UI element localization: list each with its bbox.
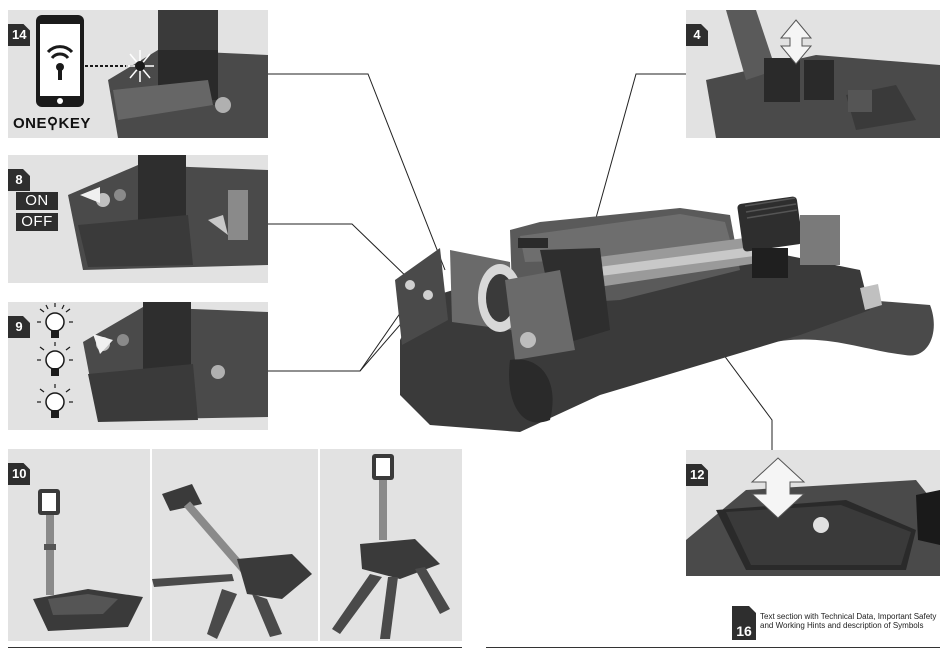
tripod-illustration xyxy=(332,454,450,639)
panel-step-8: 8 ON OFF xyxy=(8,155,268,283)
step-number-16: 16 xyxy=(732,606,756,640)
device-main xyxy=(395,196,934,432)
page-rule-left xyxy=(8,647,462,648)
step-number-4: 4 xyxy=(686,24,708,46)
leader-line-9a xyxy=(268,295,413,372)
panel-step-14: 14 ONE⚲KEY xyxy=(8,10,268,138)
step-number-9: 9 xyxy=(8,316,30,338)
light-bulb-icon xyxy=(37,384,73,418)
panel-step-10-c xyxy=(320,449,462,641)
arm-upright-illustration xyxy=(33,489,143,631)
onekey-logo: ONE⚲KEY xyxy=(13,114,91,132)
light-button-illustration xyxy=(37,302,268,422)
leader-line-14 xyxy=(268,73,446,271)
page-rule-right xyxy=(486,647,940,648)
panel-step-12: 12 xyxy=(686,450,940,576)
onekey-illustration xyxy=(36,10,268,138)
power-button-illustration xyxy=(68,155,268,270)
step-number-10: 10 xyxy=(8,463,30,485)
onekey-logo-right: KEY xyxy=(58,115,91,132)
key-icon: ⚲ xyxy=(47,115,59,132)
leader-line-4 xyxy=(595,73,686,219)
onekey-logo-left: ONE xyxy=(13,115,48,132)
smartphone-icon xyxy=(36,15,84,107)
panel-step-9: 9 xyxy=(8,302,268,430)
off-label: OFF xyxy=(16,213,58,231)
double-arrow-icon xyxy=(779,19,813,65)
panel-step-4: 4 xyxy=(686,10,940,138)
arm-folded-illustration xyxy=(152,484,312,639)
wifi-key-icon xyxy=(46,45,74,60)
step-number-12: 12 xyxy=(686,464,708,486)
step-number-8: 8 xyxy=(8,169,30,191)
on-label: ON xyxy=(16,192,58,210)
leader-line-8 xyxy=(268,223,413,283)
step-number-14: 14 xyxy=(8,24,30,46)
light-bulb-icon xyxy=(37,303,73,338)
panel-step-10-b xyxy=(152,449,318,641)
footer-note: Text section with Technical Data, Import… xyxy=(760,612,937,630)
battery-insert-illustration xyxy=(706,10,940,138)
double-arrow-icon xyxy=(750,457,806,519)
light-bulb-icon xyxy=(37,342,73,376)
panel-step-10-a: 10 xyxy=(8,449,150,641)
battery-compartment-illustration xyxy=(686,457,940,576)
